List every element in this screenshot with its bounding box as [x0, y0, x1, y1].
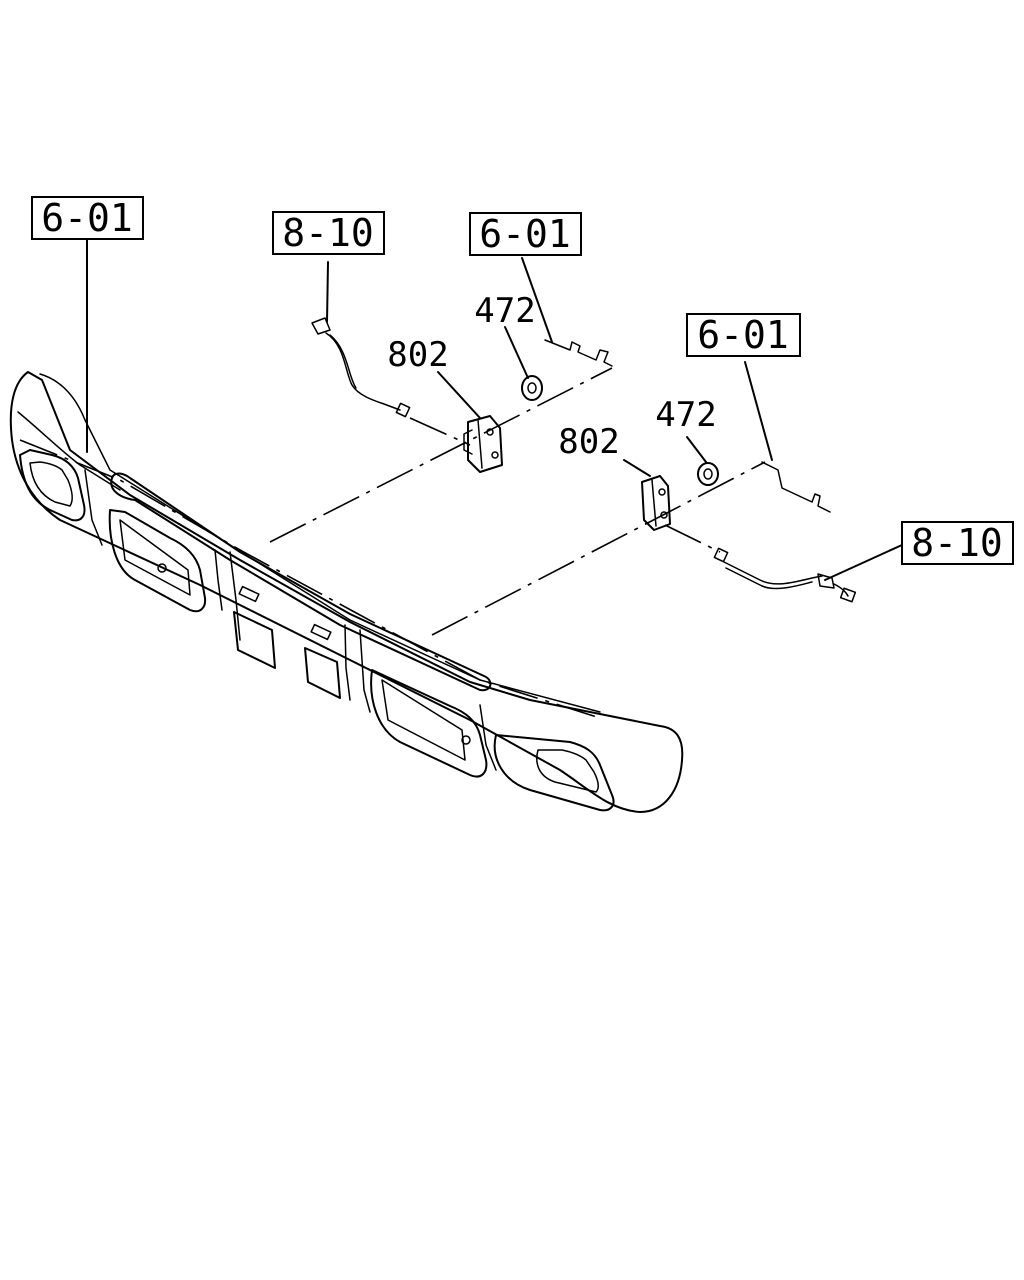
- grommet-left: [504, 326, 543, 401]
- callout-label: 8-10: [282, 211, 374, 255]
- part-number-grommet-left: 472: [474, 291, 535, 331]
- callout-label: 8-10: [911, 521, 1003, 565]
- callout-bracket-right-ref: 6-01: [686, 313, 801, 357]
- bracket-left: [521, 257, 613, 367]
- harness-right: [713, 544, 903, 603]
- axis-right: [431, 461, 766, 636]
- lamp-right: [623, 459, 671, 531]
- harness-left: [311, 261, 411, 418]
- callout-label: 6-01: [697, 313, 789, 357]
- front-bumper: [9, 371, 684, 813]
- callout-harness-left-ref: 8-10: [272, 211, 385, 255]
- axis-right-wire: [664, 524, 721, 553]
- callout-label: 6-01: [41, 196, 133, 240]
- axis-left: [269, 367, 613, 543]
- callout-bracket-left-ref: 6-01: [469, 212, 582, 256]
- axis-left-wire: [409, 417, 471, 446]
- callout-harness-right-ref: 8-10: [901, 521, 1014, 565]
- lamp-left: [437, 371, 503, 473]
- part-number-lamp-left: 802: [387, 335, 448, 375]
- part-number-grommet-right: 472: [655, 395, 716, 435]
- callout-label: 6-01: [479, 212, 571, 256]
- grommet-right: [686, 436, 719, 486]
- part-number-lamp-right: 802: [558, 422, 619, 462]
- callout-bumper-ref: 6-01: [31, 196, 144, 453]
- bracket-right: [744, 361, 831, 513]
